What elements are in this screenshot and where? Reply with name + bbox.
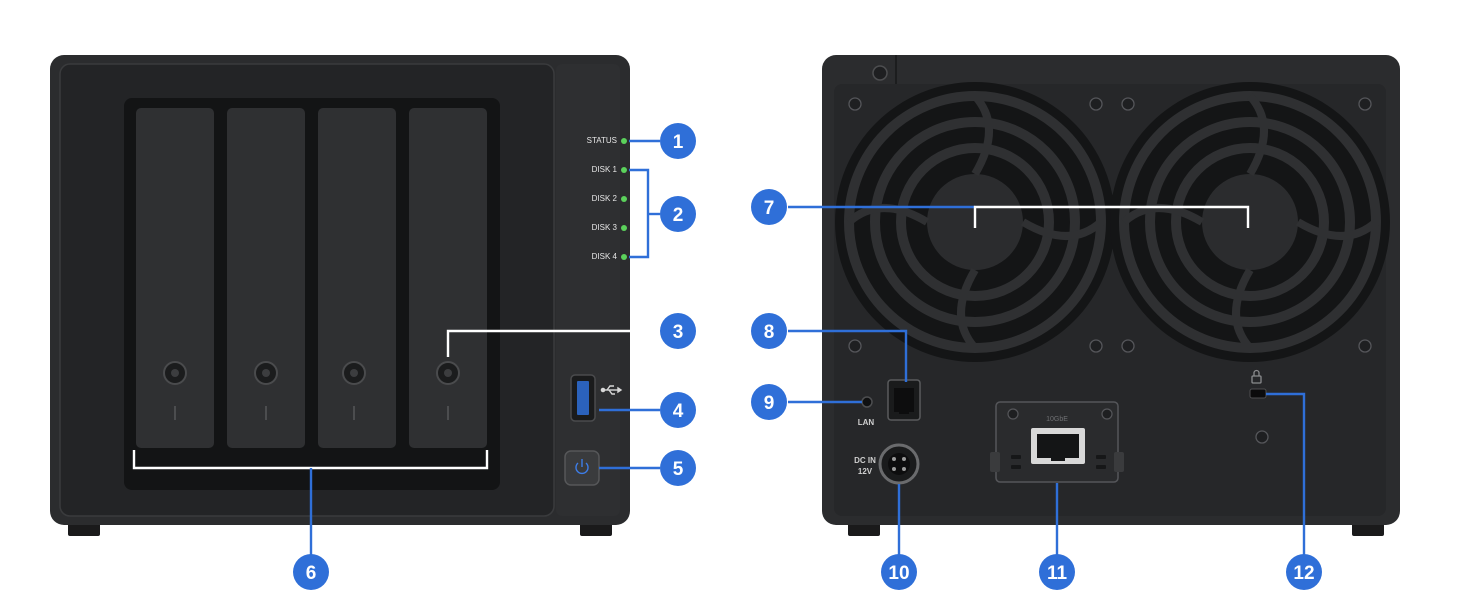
callout-badge-9: 9	[751, 384, 787, 420]
fan-screws	[848, 97, 1372, 353]
svg-text:12: 12	[1293, 563, 1314, 584]
svg-text:8: 8	[764, 322, 775, 343]
lan-label: LAN	[858, 418, 875, 427]
dc-in-port[interactable]	[878, 443, 920, 485]
expansion-label: 10GbE	[1046, 416, 1068, 423]
callout-badge-8: 8	[751, 313, 787, 349]
led-disk2	[621, 196, 627, 202]
security-slot[interactable]	[1249, 388, 1267, 399]
callout-badge-1: 1	[660, 123, 696, 159]
usb-icon	[600, 385, 623, 395]
led-label-status: STATUS	[587, 136, 617, 145]
tray-indicator-1	[174, 406, 176, 420]
svg-text:4: 4	[673, 401, 684, 422]
callout-lines-front	[132, 139, 660, 555]
front-foot-left	[68, 522, 100, 536]
front-side-panel	[556, 64, 620, 516]
drive-tray-4[interactable]	[409, 108, 487, 448]
drive-bay-recess	[124, 98, 500, 490]
front-foot-right	[580, 522, 612, 536]
drive-tray-2[interactable]	[227, 108, 305, 448]
led-label-disk3: DISK 3	[592, 223, 618, 232]
svg-text:11: 11	[1047, 563, 1068, 584]
led-label-disk2: DISK 2	[592, 194, 618, 203]
drive-tray-1[interactable]	[136, 108, 214, 448]
callout-badge-3: 3	[660, 313, 696, 349]
led-disk4	[621, 254, 627, 260]
svg-text:6: 6	[306, 563, 317, 584]
led-disk3	[621, 225, 627, 231]
kensington-lock-icon	[1251, 369, 1262, 384]
power-button[interactable]	[564, 450, 600, 486]
led-status	[621, 138, 627, 144]
expansion-vents	[1011, 455, 1106, 469]
callout-badge-12: 12	[1286, 554, 1322, 590]
led-disk1	[621, 167, 627, 173]
dc-in-label: DC IN	[854, 456, 876, 465]
callout-badge-7: 7	[751, 189, 787, 225]
svg-text:10: 10	[888, 563, 909, 584]
svg-text:7: 7	[764, 198, 775, 219]
drive-tray-3[interactable]	[318, 108, 396, 448]
callout-badge-5: 5	[660, 450, 696, 486]
svg-text:2: 2	[673, 205, 684, 226]
rear-foot-left	[848, 522, 880, 536]
led-label-disk1: DISK 1	[592, 165, 618, 174]
tray-indicator-3	[353, 406, 355, 420]
rear-lan-port[interactable]	[887, 379, 921, 421]
callout-lines-rear	[788, 205, 1306, 555]
front-view: STATUS DISK 1 DISK 2 DISK 3 DISK 4	[50, 55, 696, 590]
svg-text:1: 1	[673, 132, 684, 153]
rear-top-screw	[872, 65, 888, 81]
front-usb-port[interactable]	[570, 374, 596, 422]
callout-badge-10: 10	[881, 554, 917, 590]
power-icon	[575, 459, 589, 475]
svg-text:5: 5	[673, 459, 684, 480]
svg-text:3: 3	[673, 322, 684, 343]
fan-right	[1110, 82, 1390, 362]
reset-button[interactable]	[861, 396, 873, 408]
dc-in-voltage-label: 12V	[858, 467, 873, 476]
callout-badge-4: 4	[660, 392, 696, 428]
callout-badge-11: 11	[1039, 554, 1075, 590]
expansion-rj45-port[interactable]	[1031, 428, 1085, 464]
svg-text:9: 9	[764, 393, 775, 414]
rear-panel-screw	[1255, 430, 1269, 444]
expansion-slot[interactable]	[990, 401, 1124, 483]
callout-badge-6: 6	[293, 554, 329, 590]
rear-foot-right	[1352, 522, 1384, 536]
callout-badge-2: 2	[660, 196, 696, 232]
tray-indicator-2	[265, 406, 267, 420]
rear-view: LAN DC IN 12V 10GbE	[751, 55, 1400, 590]
led-label-disk4: DISK 4	[592, 252, 618, 261]
tray-indicator-4	[447, 406, 449, 420]
